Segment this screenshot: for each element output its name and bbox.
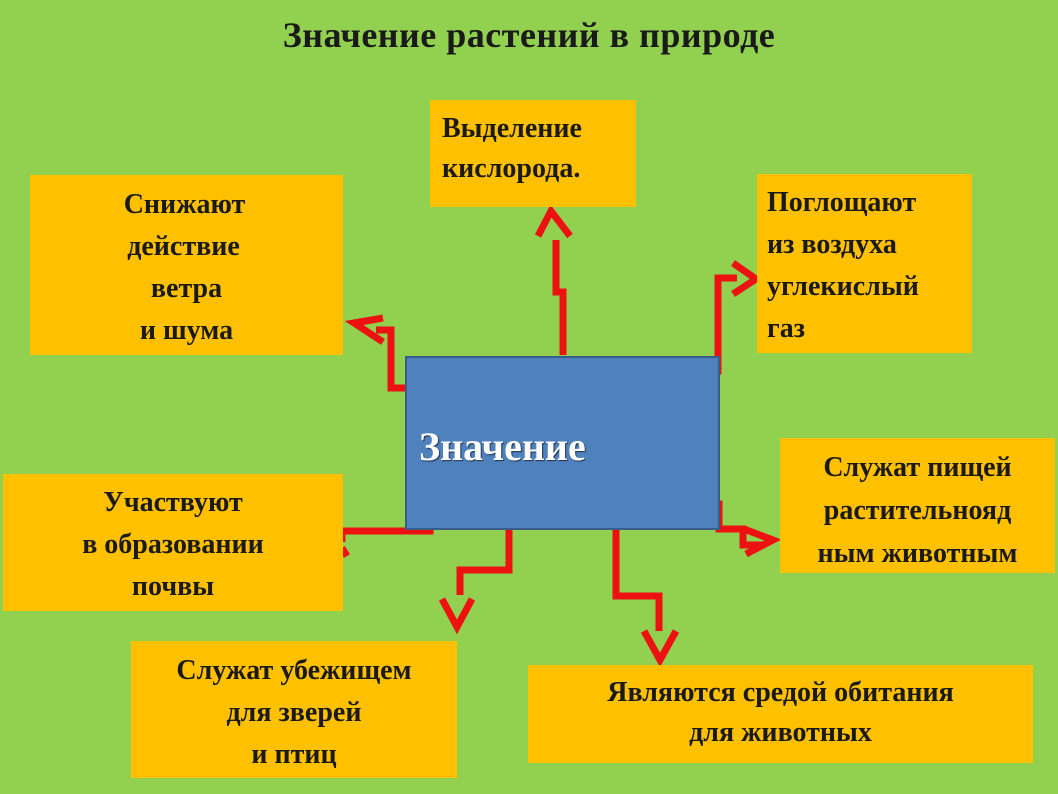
arrowhead-wind <box>344 314 385 345</box>
arrowhead-food <box>742 525 782 558</box>
box-habitat-line-1: Являются средой обитания <box>607 677 954 708</box>
box-wind-line-4: и шума <box>139 315 234 346</box>
diagram-title: Значение растений в природе <box>282 15 776 55</box>
arrowhead-habitat <box>640 629 680 668</box>
box-shelter-line-3: и птиц <box>251 739 337 770</box>
box-shelter-line-1: Служат убежищем <box>176 655 412 686</box>
box-co2-line-3: углекислый <box>767 271 919 302</box>
center-node: Значение <box>405 356 720 530</box>
box-co2-line-4: газ <box>767 313 805 344</box>
box-oxygen-line-2: кислорода. <box>442 153 581 184</box>
box-co2: Поглощают из воздуха углекислый газ <box>757 174 972 353</box>
box-soil-line-1: Участвуют <box>103 487 243 518</box>
box-food-line-3: ным животным <box>817 538 1018 569</box>
box-soil-line-2: в образовании <box>82 529 264 560</box>
center-label: Значение <box>419 424 586 469</box>
arrow-to-habitat <box>612 527 663 631</box>
box-wind-line-1: Снижают <box>123 189 246 220</box>
box-wind-line-3: ветра <box>150 273 223 304</box>
arrowhead-oxygen <box>534 204 573 239</box>
box-food-line-1: Служат пищей <box>823 452 1012 483</box>
box-oxygen-line-1: Выделение <box>442 113 582 144</box>
arrowhead-co2 <box>731 260 763 297</box>
arrow-to-oxygen <box>552 240 567 355</box>
box-shelter-line-2: для зверей <box>226 697 362 728</box>
box-oxygen: Выделение кислорода. <box>430 100 636 207</box>
box-wind: Снижают действие ветра и шума <box>30 175 343 355</box>
box-wind-line-2: действие <box>127 231 240 262</box>
box-soil: Участвуют в образовании почвы <box>3 474 343 611</box>
box-food-line-2: растительнояд <box>823 495 1012 526</box>
box-co2-line-1: Поглощают <box>767 187 917 218</box>
box-shelter: Служат убежищем для зверей и птиц <box>131 641 457 778</box>
arrow-to-shelter <box>456 515 513 595</box>
box-habitat-line-2: для животных <box>689 717 872 748</box>
box-habitat: Являются средой обитания для животных <box>528 665 1033 763</box>
arrowhead-shelter <box>438 597 476 635</box>
box-soil-line-3: почвы <box>131 571 215 602</box>
box-food: Служат пищей растительнояд ным животным <box>780 438 1055 573</box>
box-co2-line-2: из воздуха <box>767 229 897 260</box>
